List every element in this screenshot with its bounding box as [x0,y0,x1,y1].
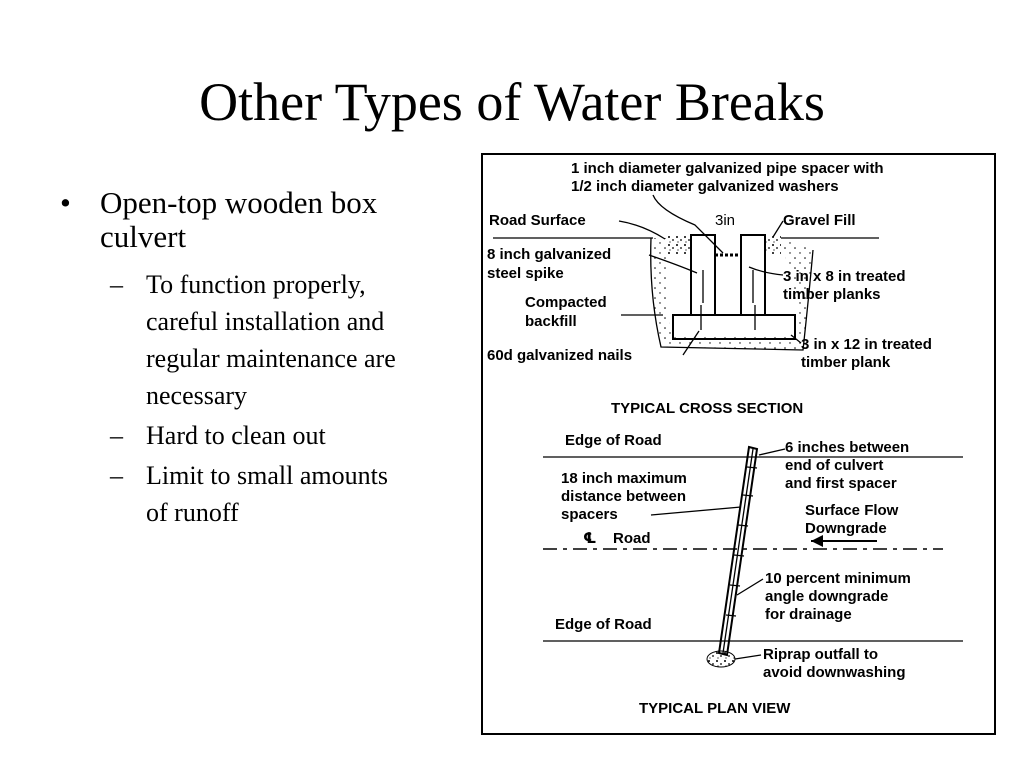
leader-line [648,254,698,274]
centerline-icon: ℄ [583,530,596,547]
leader-line [618,220,666,240]
label-max-distance: distance between [561,488,686,505]
leader-line [758,448,786,456]
label-spacer-distance: 6 inches between [785,439,909,456]
pipe-spacer-plan [737,524,749,527]
flow-arrow-head [811,535,823,547]
label-max-distance: 18 inch maximum [561,470,687,487]
culvert-centerline [722,448,754,654]
label-backfill: Compacted [525,294,607,311]
label-pipe-spacer: 1/2 inch diameter galvanized washers [571,178,839,195]
culvert-diagram: 1 inch diameter galvanized pipe spacer w… [481,153,996,735]
sub-bullet-marker: – [110,270,123,299]
label-nails: 60d galvanized nails [487,347,632,364]
backfill-area [651,238,813,350]
label-spacer-distance: end of culvert [785,457,883,474]
gravel-fill [765,235,781,255]
label-pipe-spacer: 1 inch diameter galvanized pipe spacer w… [571,160,884,177]
bullet-list: • Open-top wooden box culvert – To funct… [58,186,408,534]
label-backfill: backfill [525,313,577,330]
cross-section: 1 inch diameter galvanized pipe spacer w… [487,160,932,417]
sub-bullet-text: Hard to clean out [146,421,326,450]
label-riprap: avoid downwashing [763,664,906,681]
label-surface-flow: Downgrade [805,520,887,537]
bullet-item: • Open-top wooden box culvert – To funct… [58,186,408,531]
label-angle: 10 percent minimum [765,570,911,587]
label-edge-of-road: Edge of Road [555,616,652,633]
pipe-spacer-plan [742,494,754,497]
leader-line [682,330,700,356]
sub-bullet-item: – Hard to clean out [100,417,408,454]
leader-line [736,578,764,596]
slide-title: Other Types of Water Breaks [199,72,825,132]
leader-line [748,266,784,276]
leader-line [772,220,784,238]
leader-line [652,194,724,254]
sub-bullet-list: – To function properly, careful installa… [100,266,408,531]
label-spike: 8 inch galvanized [487,246,611,263]
label-gravel-fill: Gravel Fill [783,212,856,229]
sub-bullet-item: – Limit to small amounts of runoff [100,457,408,531]
bullet-text: Open-top wooden box culvert [100,185,378,254]
caption-cross-section: TYPICAL CROSS SECTION [611,400,803,417]
label-centerline-road: Road [613,530,651,547]
riprap-outfall [706,650,736,668]
label-planks: timber planks [783,286,881,303]
label-spike: steel spike [487,265,564,282]
pipe-spacer-plan [746,466,758,469]
label-gap: 3in [715,212,735,229]
label-spacer-distance: and first spacer [785,475,897,492]
bottom-timber-plank [672,314,796,340]
leader-line [734,654,762,660]
gravel-fill [667,235,691,255]
label-plank: timber plank [801,354,891,371]
caption-plan-view: TYPICAL PLAN VIEW [639,700,791,717]
sub-bullet-marker: – [110,421,123,450]
bullet-marker: • [60,185,71,220]
label-angle: for drainage [765,606,852,623]
pipe-spacer-plan [729,584,741,587]
leader-line [650,506,742,516]
leader-line [790,334,802,344]
pipe-spacer-plan [725,614,737,617]
plan-view: Edge of Road 6 inches between end of cul… [543,432,963,717]
sub-bullet-marker: – [110,461,123,490]
pipe-spacer-plan [733,554,745,557]
culvert-diagram-svg: 1 inch diameter galvanized pipe spacer w… [487,160,963,717]
label-road-surface: Road Surface [489,212,586,229]
sub-bullet-text: To function properly, careful installati… [146,270,396,410]
label-riprap: Riprap outfall to [763,646,878,663]
label-max-distance: spacers [561,506,618,523]
sub-bullet-item: – To function properly, careful installa… [100,266,408,414]
label-edge-of-road: Edge of Road [565,432,662,449]
label-plank: 3 in x 12 in treated [801,336,932,353]
label-planks: 3 in x 8 in treated [783,268,906,285]
label-surface-flow: Surface Flow [805,502,899,519]
label-angle: angle downgrade [765,588,888,605]
sub-bullet-text: Limit to small amounts of runoff [146,461,388,527]
trench-outline [650,237,814,351]
